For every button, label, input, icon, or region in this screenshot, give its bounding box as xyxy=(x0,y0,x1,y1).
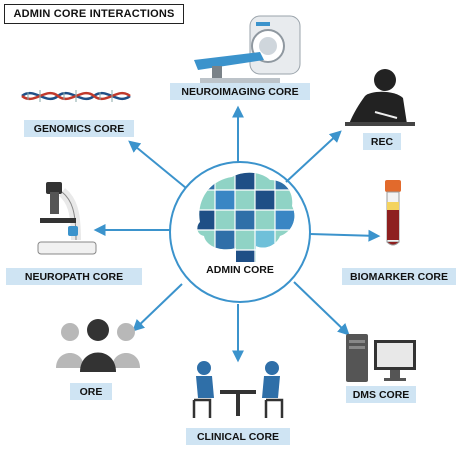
dms-core-label: DMS CORE xyxy=(346,386,416,403)
diagram-title: ADMIN CORE INTERACTIONS xyxy=(4,4,184,24)
mri-scanner-icon xyxy=(194,15,301,84)
microscope-icon xyxy=(37,182,97,255)
arrow-to-genomics xyxy=(128,140,187,189)
neuroimaging-core-label: NEUROIMAGING CORE xyxy=(170,83,310,100)
dna-helix-icon xyxy=(21,90,131,102)
rec-label: REC xyxy=(363,133,401,150)
biomarker-core-label: BIOMARKER CORE xyxy=(342,268,456,285)
arrows xyxy=(93,105,381,363)
admin-core-label: ADMIN CORE xyxy=(206,264,274,276)
blood-tube-icon xyxy=(385,180,401,246)
arrow-to-ore xyxy=(132,283,183,332)
genomics-core-label: GENOMICS CORE xyxy=(24,120,134,137)
arrow-to-rec xyxy=(285,130,342,183)
arrow-to-biomarker xyxy=(309,229,381,242)
computer-icon xyxy=(346,334,416,382)
clinical-core-label: CLINICAL CORE xyxy=(186,428,290,445)
person-writing-icon xyxy=(345,69,415,126)
consultation-icon xyxy=(192,361,284,418)
ore-label: ORE xyxy=(70,383,112,400)
people-group-icon xyxy=(56,319,140,372)
arrow-to-dms xyxy=(293,281,350,336)
neuropath-core-label: NEUROPATH CORE xyxy=(6,268,142,285)
